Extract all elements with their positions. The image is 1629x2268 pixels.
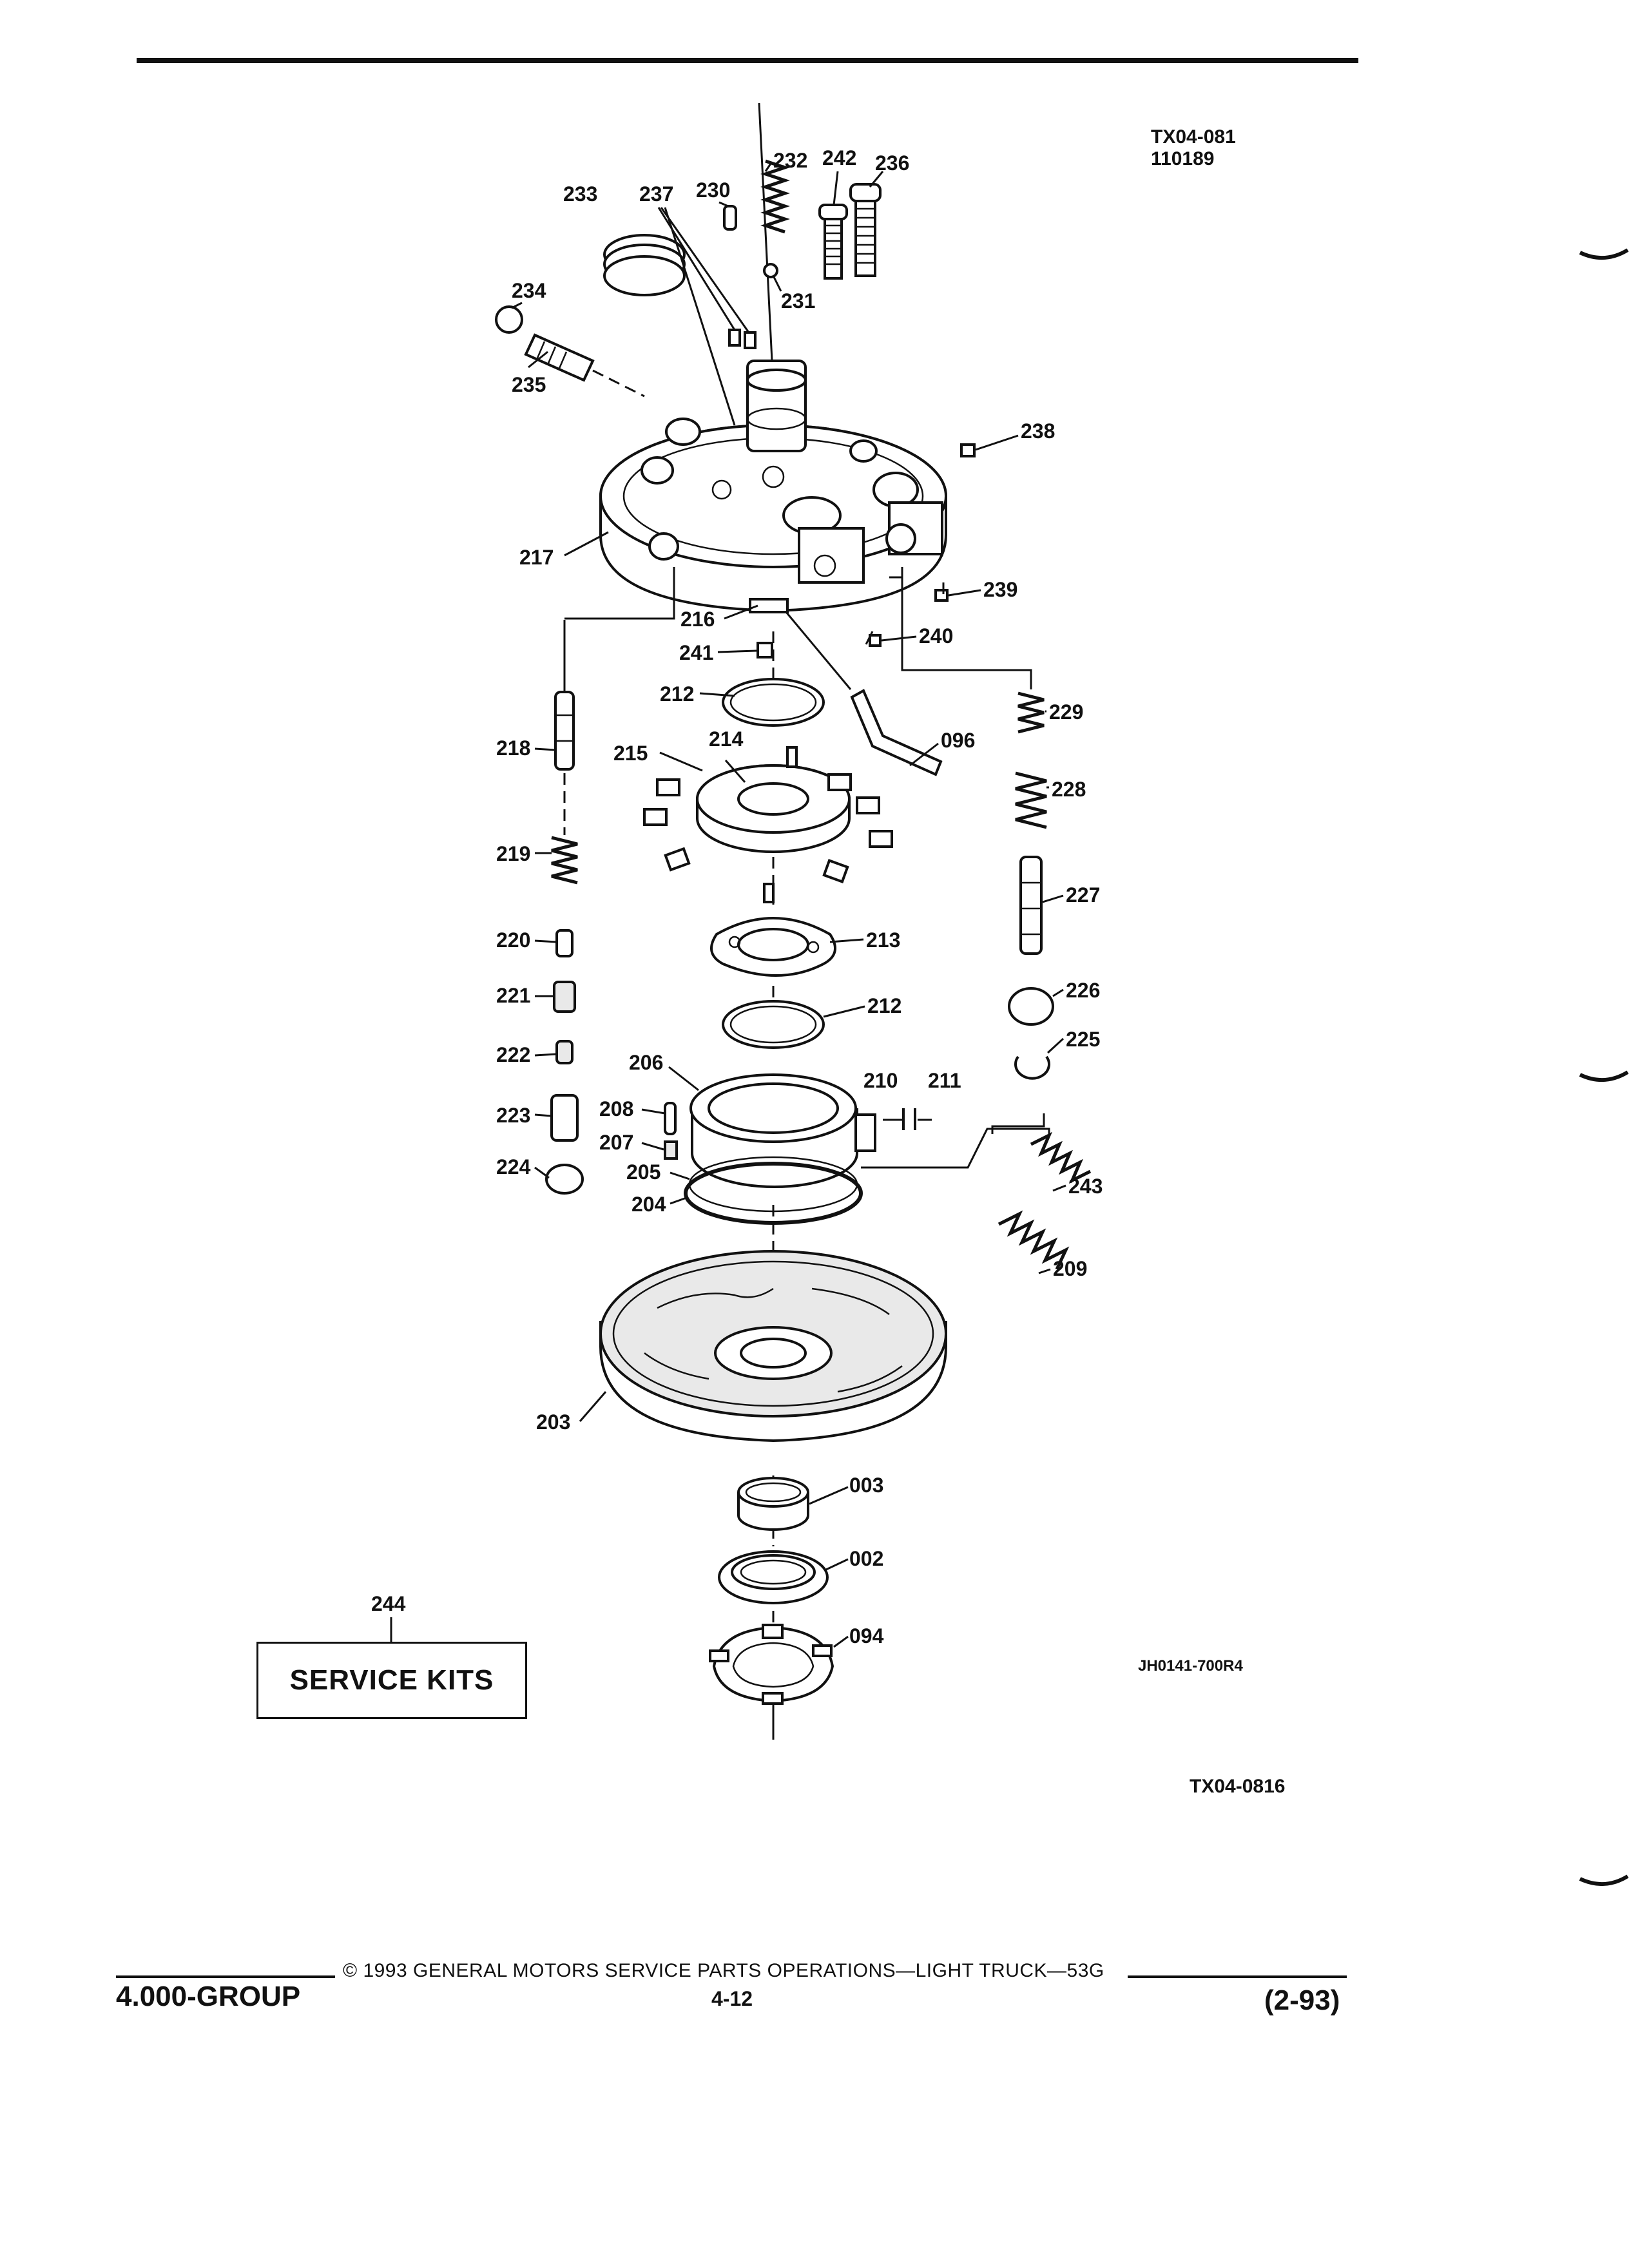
label-003: 003	[849, 1474, 883, 1497]
label-208: 208	[599, 1097, 633, 1120]
label-225: 225	[1066, 1028, 1100, 1051]
part-210-211-pins	[883, 1108, 932, 1130]
label-229: 229	[1049, 700, 1083, 724]
label-206: 206	[629, 1051, 663, 1074]
label-237: 237	[639, 182, 673, 206]
label-096: 096	[941, 729, 975, 752]
part-212-ring-upper	[722, 678, 825, 727]
label-231: 231	[781, 289, 815, 312]
label-243: 243	[1068, 1175, 1103, 1198]
footer-rule-left	[116, 1975, 335, 1978]
part-241-screen	[757, 642, 773, 658]
label-210: 210	[863, 1069, 898, 1092]
label-226: 226	[1066, 979, 1100, 1002]
label-209: 209	[1053, 1257, 1087, 1280]
part-235-valve	[524, 333, 645, 398]
label-223: 223	[496, 1104, 530, 1127]
footer-copyright: © 1993 GENERAL MOTORS SERVICE PARTS OPER…	[343, 1960, 1104, 1981]
service-kits-box: SERVICE KITS	[256, 1642, 527, 1719]
margin-marks	[1579, 248, 1629, 1887]
label-094: 094	[849, 1624, 884, 1648]
label-236: 236	[875, 151, 909, 175]
part-238-plug	[960, 443, 976, 457]
label-228: 228	[1052, 778, 1086, 801]
label-205: 205	[626, 1160, 660, 1184]
label-244: 244	[371, 1592, 406, 1615]
bottom-code: TX04-0816	[1190, 1776, 1286, 1797]
label-222: 222	[496, 1043, 530, 1066]
label-211: 211	[928, 1069, 961, 1092]
part-237-plugs	[728, 329, 757, 349]
part-243-spring	[991, 1113, 1092, 1184]
label-235: 235	[512, 373, 546, 396]
part-230-plug	[723, 205, 737, 231]
label-221: 221	[496, 984, 530, 1007]
part-002-seal	[718, 1550, 829, 1604]
label-203: 203	[536, 1410, 570, 1434]
figure-date: 110189	[1151, 148, 1215, 169]
figure-code: TX04-081	[1151, 126, 1236, 148]
label-232: 232	[773, 149, 807, 172]
label-215: 215	[613, 742, 648, 765]
label-204: 204	[631, 1193, 666, 1216]
part-212-ring-lower	[722, 1000, 825, 1049]
label-212-lower: 212	[867, 994, 901, 1017]
label-230: 230	[696, 178, 730, 202]
part-240-plug	[869, 634, 882, 647]
part-234-oring	[495, 305, 523, 334]
label-002: 002	[849, 1547, 883, 1570]
label-227: 227	[1066, 883, 1100, 907]
label-220: 220	[496, 928, 530, 952]
part-094-retainer	[709, 1624, 834, 1705]
label-239: 239	[983, 578, 1017, 601]
label-213: 213	[866, 928, 900, 952]
part-239-plug	[934, 589, 949, 602]
footer-rule-right	[1128, 1975, 1347, 1978]
part-231-ball	[763, 263, 778, 278]
connection-lines	[564, 567, 1050, 1169]
part-204-seal	[684, 1162, 863, 1225]
label-214: 214	[709, 727, 744, 751]
part-214-rotor	[696, 764, 851, 853]
label-238: 238	[1021, 419, 1055, 443]
part-236-bolt	[849, 183, 882, 277]
left-valve-stack	[545, 620, 584, 1195]
label-212-upper: 212	[660, 682, 694, 706]
part-215-vanes	[643, 746, 893, 903]
part-216-seal	[749, 598, 789, 613]
part-number-labels: 233 237 230 232 242 236 231 234 235 238 …	[371, 146, 1103, 1648]
label-224: 224	[496, 1155, 531, 1178]
label-233: 233	[563, 182, 597, 206]
part-232-spring	[760, 159, 790, 234]
footer-revision: (2-93)	[1264, 1984, 1340, 2016]
footer-page-number: 4-12	[711, 1987, 753, 2010]
label-240: 240	[919, 624, 953, 648]
part-242-bolt	[818, 204, 848, 280]
leader-lines	[390, 163, 1066, 1648]
label-242: 242	[822, 146, 856, 169]
top-rule	[137, 58, 1358, 63]
part-213-ring	[710, 917, 836, 977]
part-003-bushing	[737, 1477, 809, 1531]
right-valve-stack	[901, 567, 1054, 1080]
part-203-pump-body	[599, 1250, 947, 1443]
label-219: 219	[496, 842, 530, 865]
label-218: 218	[496, 736, 530, 760]
label-207: 207	[599, 1131, 633, 1154]
service-kits-label: SERVICE KITS	[289, 1664, 494, 1696]
part-233-seal-rings	[603, 234, 686, 296]
part-207-spring	[664, 1140, 678, 1160]
reference-code: JH0141-700R4	[1138, 1657, 1243, 1675]
exploded-parts-diagram: 233 237 230 232 242 236 231 234 235 238 …	[371, 102, 1103, 1740]
part-208-pin	[664, 1102, 677, 1135]
label-234: 234	[512, 279, 546, 302]
label-216: 216	[680, 608, 715, 631]
footer-group: 4.000-GROUP	[116, 1981, 301, 2012]
part-096-tool	[850, 689, 943, 776]
label-241: 241	[679, 641, 713, 664]
label-217: 217	[519, 546, 554, 569]
part-217-pump-cover	[599, 360, 947, 613]
part-209-spring	[998, 1210, 1070, 1271]
